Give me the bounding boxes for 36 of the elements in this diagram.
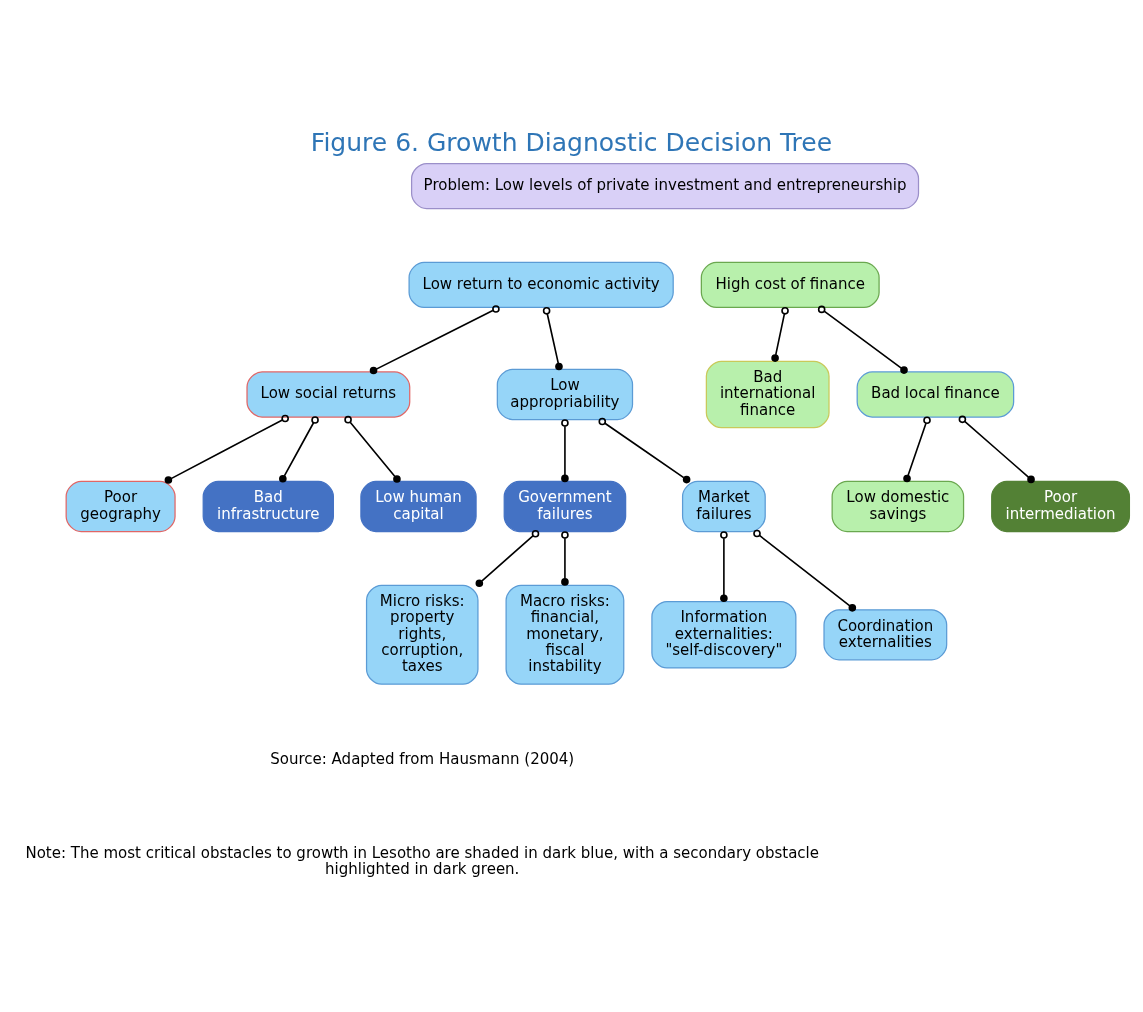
connector <box>817 305 908 374</box>
node-box: Market failures <box>681 480 766 532</box>
node-box: Bad local finance <box>856 370 1015 418</box>
connector <box>344 415 401 483</box>
node-box: Coordination externalities <box>823 608 948 660</box>
connector <box>542 306 563 370</box>
connector <box>753 529 857 612</box>
node-box: Bad international finance <box>705 360 830 428</box>
node-box: Low return to economic activity <box>408 261 674 308</box>
node-box: Government failures <box>503 480 627 532</box>
node-box: Bad infrastructure <box>202 480 334 532</box>
connector <box>903 415 931 482</box>
node-box: Low human capital <box>360 480 477 532</box>
connector <box>279 415 319 483</box>
connector <box>561 530 569 586</box>
node-box: Problem: Low levels of private investment and entrepreneurship <box>411 162 920 209</box>
connector <box>369 304 500 374</box>
connector <box>958 415 1035 483</box>
connector <box>164 414 289 484</box>
node-box: Poor intermediation <box>991 480 1131 532</box>
connector <box>475 529 540 587</box>
label: Source: Adapted from Hausmann (2004) <box>270 749 575 768</box>
label: Note: The most critical obstacles to growth in Lesotho are shaded in dark blue, with a secondary obstacle highlighted in dark green. <box>25 843 820 878</box>
node-box: Poor geography <box>65 480 176 532</box>
node-box: Low domestic savings <box>831 480 965 532</box>
node-box: Low appropriability <box>496 368 634 420</box>
connector <box>598 417 691 483</box>
node-box: Micro risks: property rights, corruption, taxes <box>365 584 479 685</box>
diagram-title: Figure 6. Growth Diagnostic Decision Tree <box>310 127 833 157</box>
connector <box>561 418 569 482</box>
node-box: High cost of finance <box>700 261 880 308</box>
node-box: Information externalities: "self-discovery" <box>651 600 797 669</box>
node-box: Low social returns <box>246 370 411 418</box>
connector <box>771 306 789 362</box>
node-box: Macro risks: financial, monetary, fiscal instability <box>505 584 625 685</box>
connector <box>720 530 728 602</box>
